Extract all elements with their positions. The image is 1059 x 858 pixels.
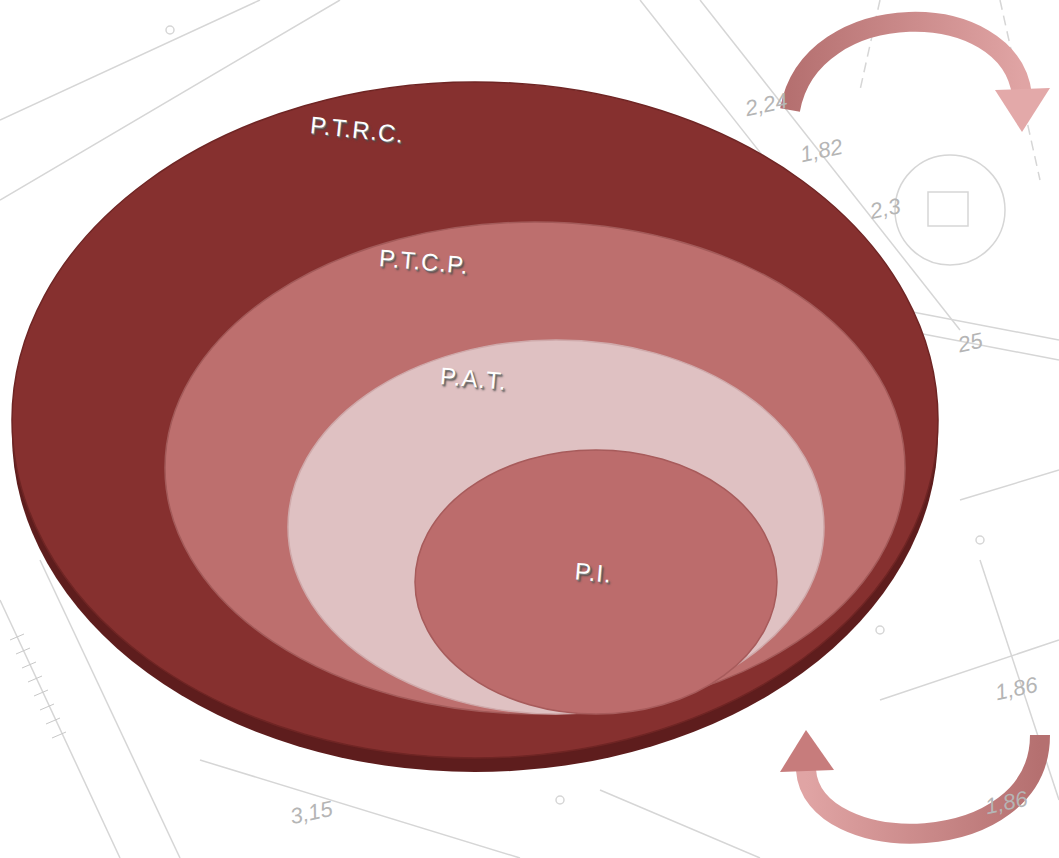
dimension-number: 1,86 xyxy=(983,786,1030,820)
plan-ellipse: P.A.T. P.I. xyxy=(288,340,824,714)
dimension-number: 2,3 xyxy=(868,193,903,225)
cycle-arrow-bottom xyxy=(806,735,1040,834)
plan-ellipse: P.T.R.C.P.T.C.P.P.A.T.P.I. xyxy=(12,82,938,758)
arrow-head xyxy=(995,88,1050,132)
arrow-head xyxy=(780,730,834,772)
dimension-number: 3,15 xyxy=(288,796,335,830)
dimension-number: 1,82 xyxy=(798,134,845,168)
hatching xyxy=(10,634,66,738)
plan-ellipse: P.T.C.P.P.A.T.P.I. xyxy=(165,222,905,714)
plan-level-label: P.A.T. xyxy=(439,362,508,396)
dimension-number: 1,86 xyxy=(993,672,1040,706)
dimension-number: 2,24 xyxy=(743,88,790,122)
plan-level-label: P.I. xyxy=(574,558,613,589)
dimension-number: 25 xyxy=(956,328,985,359)
plan-ellipse: P.I. xyxy=(415,450,777,714)
cycle-arrow-top xyxy=(790,22,1022,110)
